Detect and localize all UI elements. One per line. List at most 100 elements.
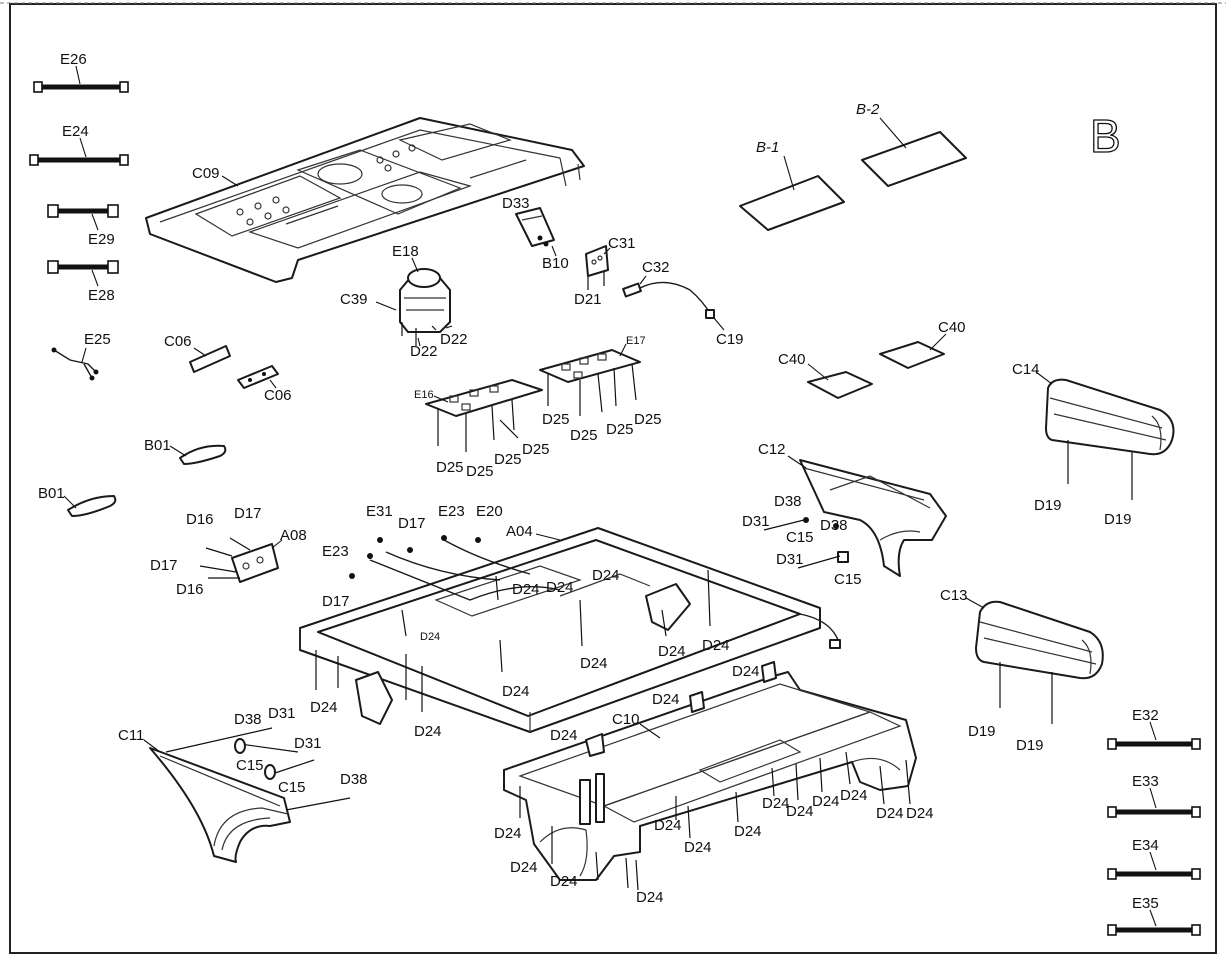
label-d24-11: D24: [732, 663, 760, 680]
label-d24-1: D24: [592, 567, 620, 584]
label-e24: E24: [62, 123, 89, 140]
rod-e24: [29, 137, 129, 166]
label-d22-a: D22: [410, 343, 438, 360]
part-b1-plate: [739, 155, 845, 231]
part-e17-board: [539, 343, 641, 416]
label-b01-a: B01: [144, 437, 171, 454]
rod-e26: [33, 65, 129, 93]
label-d24-23: D24: [906, 805, 934, 822]
label-b10: B10: [542, 255, 569, 272]
rod-e28: [47, 260, 119, 287]
label-d33: D33: [502, 195, 530, 212]
label-e23-a: E23: [438, 503, 465, 520]
label-c06-b: C06: [264, 387, 292, 404]
part-a04-frame: [299, 527, 841, 733]
cable-e25: [51, 347, 99, 381]
label-c32: C32: [642, 259, 670, 276]
label-d38-b: D38: [820, 517, 848, 534]
part-c09-console: [145, 117, 585, 283]
label-c40-a: C40: [778, 351, 806, 368]
part-c31-switch: [585, 245, 611, 290]
label-d25-h: D25: [522, 441, 550, 458]
label-d24-8: D24: [502, 683, 530, 700]
label-d24-4: D24: [420, 631, 440, 643]
rod-e34: [1107, 851, 1201, 880]
part-d33-bracket: [515, 207, 557, 257]
label-c15-a: C15: [786, 529, 814, 546]
label-e16: E16: [414, 389, 434, 401]
label-d24-7: D24: [702, 637, 730, 654]
label-d31-a: D31: [742, 513, 770, 530]
part-c14-armrest: [1035, 371, 1175, 500]
label-e25: E25: [84, 331, 111, 348]
label-d24-12: D24: [652, 691, 680, 708]
rod-e29: [47, 204, 119, 231]
part-b01-clip-b: [63, 495, 117, 517]
label-d19-c: D19: [968, 723, 996, 740]
label-d25-a: D25: [542, 411, 570, 428]
label-d21: D21: [574, 291, 602, 308]
label-d19-a: D19: [1034, 497, 1062, 514]
part-e16-board: [425, 379, 543, 452]
label-d25-b: D25: [570, 427, 598, 444]
label-c13: C13: [940, 587, 968, 604]
label-d17-b: D17: [150, 557, 178, 574]
label-d24-19: D24: [786, 803, 814, 820]
label-c14: C14: [1012, 361, 1040, 378]
label-c12: C12: [758, 441, 786, 458]
label-d16-a: D16: [186, 511, 214, 528]
label-d24-26: D24: [636, 889, 664, 906]
diagram-frame: [9, 3, 1217, 954]
label-d19-b: D19: [1104, 511, 1132, 528]
label-c15-c: C15: [236, 757, 264, 774]
label-e17: E17: [626, 335, 646, 347]
label-d38-a: D38: [774, 493, 802, 510]
label-e28: E28: [88, 287, 115, 304]
label-a04: A04: [506, 523, 533, 540]
label-d24-17: D24: [734, 823, 762, 840]
label-d31-d: D31: [294, 735, 322, 752]
part-c13-armrest: [965, 597, 1104, 724]
part-c10-base: [503, 661, 917, 891]
label-c39: C39: [340, 291, 368, 308]
label-d31-b: D31: [776, 551, 804, 568]
label-d24-21: D24: [840, 787, 868, 804]
cable-c32: [622, 275, 725, 331]
label-e23-b: E23: [322, 543, 349, 560]
label-e32: E32: [1132, 707, 1159, 724]
label-d25-d: D25: [634, 411, 662, 428]
label-d24-24: D24: [510, 859, 538, 876]
part-c40-pad-a: [807, 363, 873, 399]
label-d24-14: D24: [494, 825, 522, 842]
label-e26: E26: [60, 51, 87, 68]
label-b1: B-1: [756, 139, 779, 156]
label-d25-f: D25: [466, 463, 494, 480]
part-c12-panel: [763, 455, 947, 577]
label-d31-c: D31: [268, 705, 296, 722]
label-e35: E35: [1132, 895, 1159, 912]
label-d16-b: D16: [176, 581, 204, 598]
label-d38-d: D38: [340, 771, 368, 788]
label-c09: C09: [192, 165, 220, 182]
label-a08: A08: [280, 527, 307, 544]
label-d24-2: D24: [512, 581, 540, 598]
label-c40-b: C40: [938, 319, 966, 336]
label-d24-20: D24: [812, 793, 840, 810]
label-c11: C11: [118, 727, 144, 744]
section-letter: B: [1090, 110, 1121, 162]
label-d19-d: D19: [1016, 737, 1044, 754]
part-c06-tube-b: [237, 365, 279, 389]
label-c15-b: C15: [834, 571, 862, 588]
label-e20: E20: [476, 503, 503, 520]
label-d24-16: D24: [684, 839, 712, 856]
label-b01-b: B01: [38, 485, 65, 502]
label-d24-15: D24: [654, 817, 682, 834]
label-d17-a: D17: [234, 505, 262, 522]
label-d17-c: D17: [398, 515, 426, 532]
part-b01-clip-a: [169, 444, 227, 465]
label-d25-c: D25: [606, 421, 634, 438]
part-e18-cupholder: [375, 257, 453, 347]
label-c15-d: C15: [278, 779, 306, 796]
